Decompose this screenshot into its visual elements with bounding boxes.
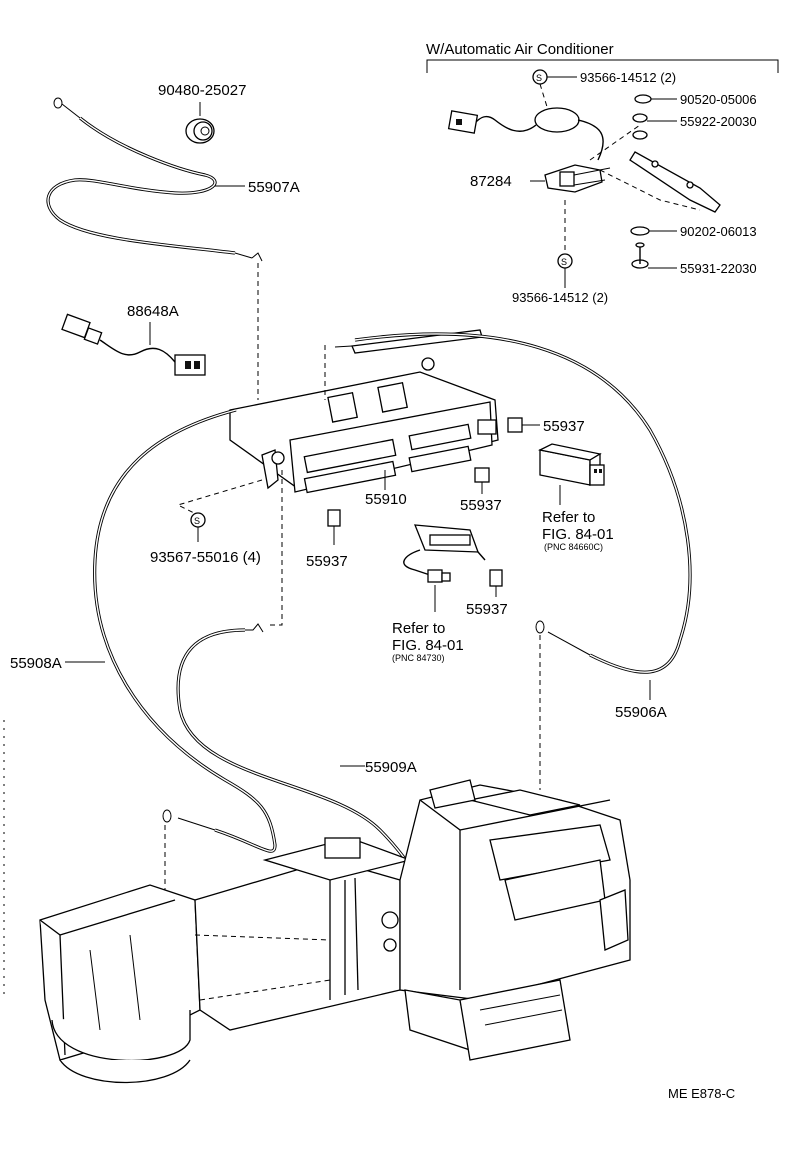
figure-code: ME E878-C (668, 1086, 735, 1101)
label-93566-14512-bottom: 93566-14512 (2) (512, 290, 608, 305)
grommet-90480-25027: 90480-25027 (158, 82, 246, 144)
cable-55908A: 55908A (10, 408, 277, 890)
label-93566-14512-top: 93566-14512 (2) (580, 70, 676, 85)
heater-unit (39, 779, 631, 1084)
control-assembly-55910: 55910 (229, 329, 499, 508)
section-title: W/Automatic Air Conditioner (426, 41, 614, 58)
ref2-line3: (PNC 84730) (392, 653, 445, 663)
label-90202-06013: 90202-06013 (680, 224, 757, 239)
ref1-line2: FIG. 84-01 (542, 526, 614, 543)
label-90480-25027: 90480-25027 (158, 82, 246, 99)
label-55907A: 55907A (248, 179, 300, 196)
screw-symbol: S (561, 257, 567, 267)
ref1-line1: Refer to (542, 509, 595, 526)
small-hardware-right: 90520-05006 55922-20030 90202-06013 5593… (629, 92, 757, 276)
label-55937-d: 55937 (466, 601, 508, 618)
label-55931-22030: 55931-22030 (680, 261, 757, 276)
label-55909A: 55909A (365, 759, 417, 776)
switch-ref-84660C: Refer to FIG. 84-01 (PNC 84660C) (538, 443, 614, 552)
knob-55937-a: 55937 (507, 417, 585, 435)
label-55922-20030: 55922-20030 (680, 114, 757, 129)
blower-switch-ref-84730: Refer to FIG. 84-01 (PNC 84730) (392, 524, 486, 663)
label-55937-b: 55937 (460, 497, 502, 514)
screw-symbol: S (194, 516, 200, 526)
cable-55907A: 55907A (46, 97, 300, 400)
label-55910: 55910 (365, 491, 407, 508)
label-55937-a: 55937 (543, 418, 585, 435)
screw-93567-55016: S 93567-55016 (4) (150, 479, 263, 566)
auto-ac-section: W/Automatic Air Conditioner (426, 41, 779, 73)
servo-87284: 87284 (447, 107, 701, 211)
screw-symbol: S (536, 73, 542, 83)
label-55908A: 55908A (10, 655, 62, 672)
label-87284: 87284 (470, 173, 512, 190)
cable-55906A: 55906A (354, 332, 692, 790)
label-55906A: 55906A (615, 704, 667, 721)
knob-55937-c: 55937 (306, 509, 348, 570)
label-88648A: 88648A (127, 303, 179, 320)
knob-55937-d: 55937 (466, 569, 508, 618)
label-55937-c: 55937 (306, 553, 348, 570)
knob-55937-b: 55937 (460, 467, 502, 514)
label-93567-55016: 93567-55016 (4) (150, 549, 261, 566)
screw-93566-top: S 93566-14512 (2) (532, 69, 676, 111)
ref2-line2: FIG. 84-01 (392, 637, 464, 654)
label-90520-05006: 90520-05006 (680, 92, 757, 107)
screw-93566-bottom: S 93566-14512 (2) (512, 200, 608, 305)
ref1-line3: (PNC 84660C) (544, 542, 603, 552)
ref2-line1: Refer to (392, 620, 445, 637)
harness-88648A: 88648A (61, 303, 206, 376)
